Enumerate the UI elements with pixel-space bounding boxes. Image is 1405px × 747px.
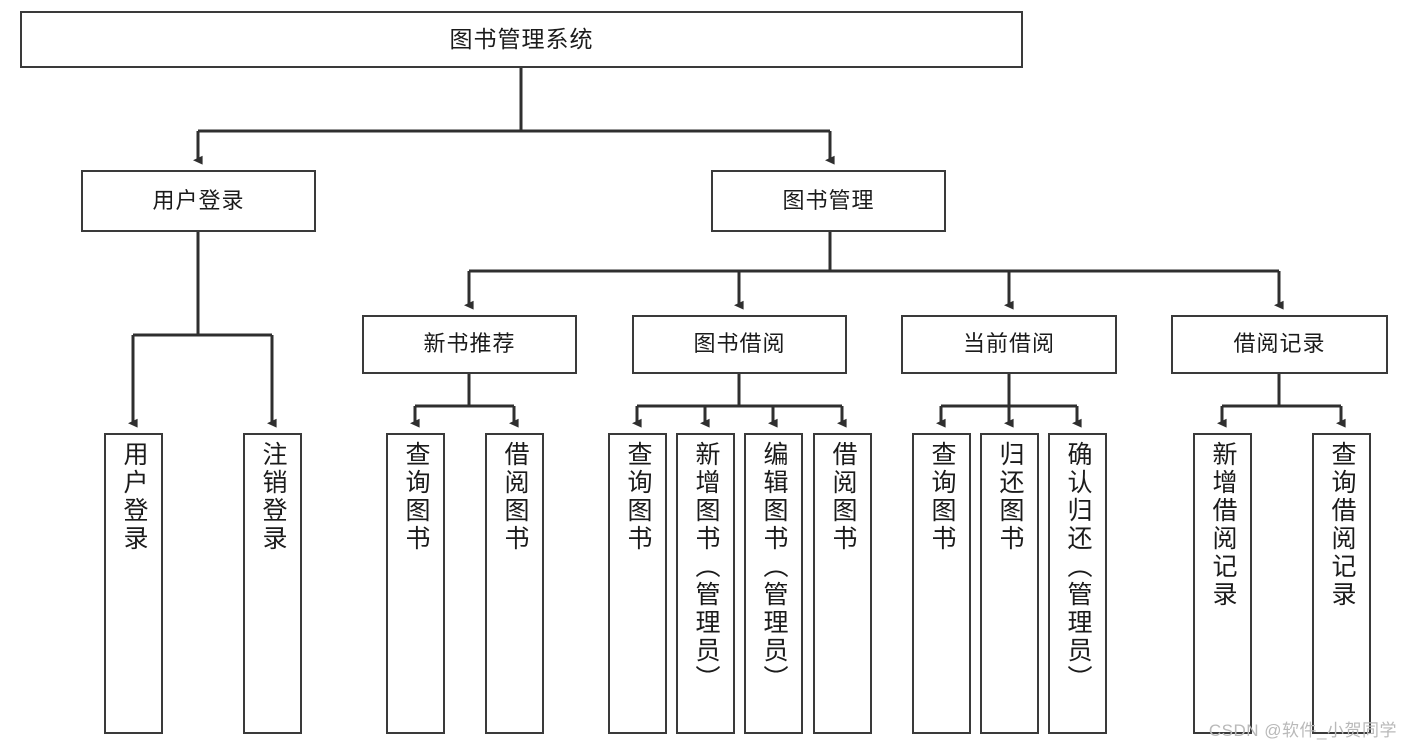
node-book-management[interactable]: 图书管理 — [711, 170, 946, 232]
leaf-borrow-add-book-admin[interactable]: 新增图书（管理员） — [676, 433, 735, 734]
node-label: 用户登录 — [152, 187, 245, 213]
node-root-book-management-system[interactable]: 图书管理系统 — [20, 11, 1023, 68]
node-new-book-recommend[interactable]: 新书推荐 — [362, 315, 577, 374]
node-label: 查询图书 — [402, 441, 430, 553]
leaf-current-return-book[interactable]: 归还图书 — [980, 433, 1039, 734]
leaf-current-query-book[interactable]: 查询图书 — [912, 433, 971, 734]
node-label: 借阅图书 — [501, 441, 529, 553]
node-label: 当前借阅 — [962, 331, 1055, 357]
leaf-user-login-logout[interactable]: 注销登录 — [243, 433, 302, 734]
leaf-current-confirm-return-admin[interactable]: 确认归还（管理员） — [1048, 433, 1107, 734]
leaf-borrow-query-book[interactable]: 查询图书 — [608, 433, 667, 734]
leaf-borrow-edit-book-admin[interactable]: 编辑图书（管理员） — [744, 433, 803, 734]
node-label: 借阅记录 — [1233, 331, 1326, 357]
leaf-recommend-query-book[interactable]: 查询图书 — [386, 433, 445, 734]
node-label: 确认归还（管理员） — [1064, 441, 1092, 693]
node-borrow-record[interactable]: 借阅记录 — [1171, 315, 1388, 374]
node-label: 新增图书（管理员） — [692, 441, 720, 693]
node-label: 查询图书 — [928, 441, 956, 553]
node-label: 查询图书 — [624, 441, 652, 553]
node-label: 查询借阅记录 — [1328, 441, 1356, 609]
node-label: 编辑图书（管理员） — [760, 441, 788, 693]
leaf-user-login-login[interactable]: 用户登录 — [104, 433, 163, 734]
node-label: 归还图书 — [996, 441, 1024, 553]
node-label: 图书借阅 — [693, 331, 786, 357]
node-label: 用户登录 — [120, 441, 148, 553]
node-label: 图书管理 — [782, 187, 875, 213]
leaf-borrow-borrow-book[interactable]: 借阅图书 — [813, 433, 872, 734]
node-label: 新书推荐 — [423, 331, 516, 357]
node-label: 借阅图书 — [829, 441, 857, 553]
node-label: 图书管理系统 — [449, 25, 594, 52]
leaf-record-add-borrow-record[interactable]: 新增借阅记录 — [1193, 433, 1252, 734]
node-book-borrow[interactable]: 图书借阅 — [632, 315, 847, 374]
leaf-recommend-borrow-book[interactable]: 借阅图书 — [485, 433, 544, 734]
node-label: 新增借阅记录 — [1209, 441, 1237, 609]
leaf-record-query-borrow-record[interactable]: 查询借阅记录 — [1312, 433, 1371, 734]
watermark: CSDN @软件_小贺同学 — [1208, 721, 1397, 740]
node-label: 注销登录 — [259, 441, 287, 553]
node-user-login[interactable]: 用户登录 — [81, 170, 316, 232]
node-current-borrow[interactable]: 当前借阅 — [901, 315, 1117, 374]
